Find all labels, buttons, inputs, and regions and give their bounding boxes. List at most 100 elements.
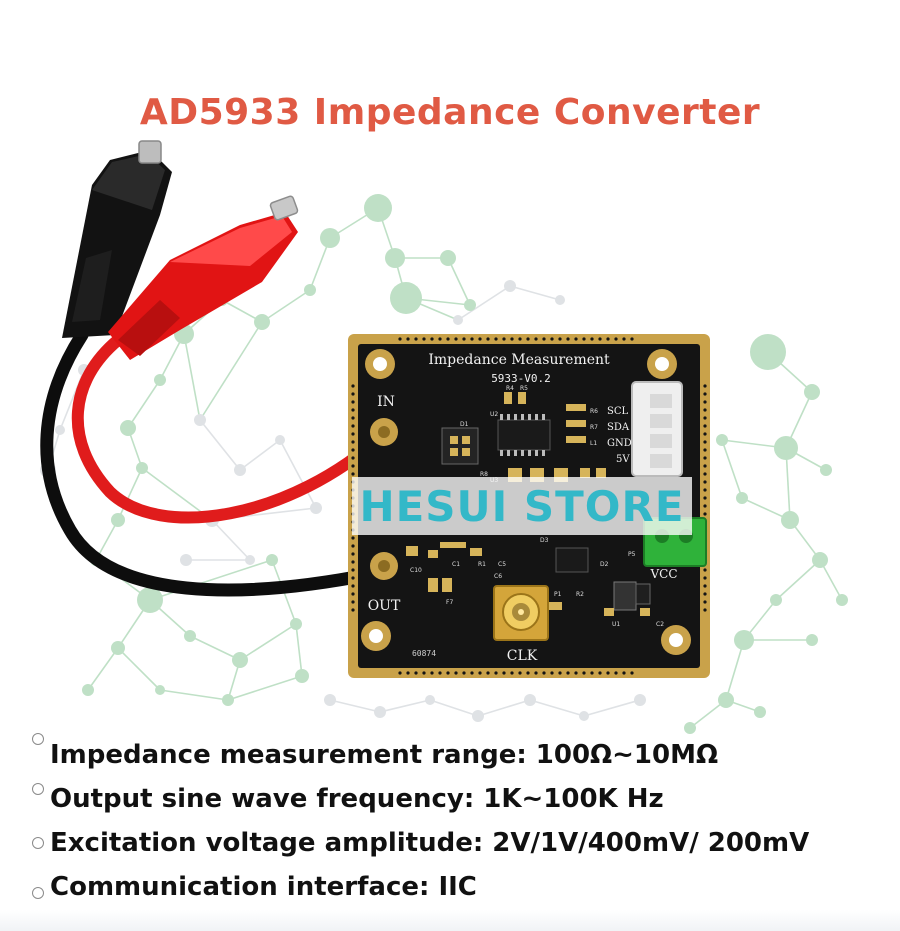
via-dot xyxy=(622,671,626,675)
via-dot xyxy=(478,337,482,341)
via-dot xyxy=(470,337,474,341)
via-dot xyxy=(414,671,418,675)
via-dot xyxy=(446,671,450,675)
via-dot xyxy=(630,337,634,341)
spec-text: Communication interface: IIC xyxy=(50,872,477,902)
via-dot xyxy=(703,432,707,436)
via-dot xyxy=(351,584,355,588)
via-dot xyxy=(351,536,355,540)
via-dot xyxy=(703,448,707,452)
via-dot xyxy=(703,504,707,508)
pin-label-scl: SCL xyxy=(607,406,629,417)
network-node xyxy=(579,711,589,721)
via-dot xyxy=(703,464,707,468)
network-node xyxy=(736,492,748,504)
via-dot xyxy=(351,400,355,404)
component-ref-label: R5 xyxy=(520,385,528,392)
via-dot xyxy=(558,337,562,341)
via-dot xyxy=(438,671,442,675)
via-dot xyxy=(542,337,546,341)
component-ref-label: D2 xyxy=(600,561,609,568)
via-dot xyxy=(351,560,355,564)
via-dot xyxy=(351,384,355,388)
via-dot xyxy=(470,671,474,675)
component-ref-label: U1 xyxy=(612,621,620,628)
network-node xyxy=(716,434,728,446)
network-node xyxy=(295,669,309,683)
via-dot xyxy=(566,337,570,341)
via-dot xyxy=(351,552,355,556)
sma-connector xyxy=(493,585,549,641)
bullet-icon xyxy=(32,733,44,745)
network-line xyxy=(721,439,743,499)
network-node xyxy=(472,710,484,722)
store-watermark: HESUI STORE xyxy=(352,477,692,535)
network-line xyxy=(117,467,143,521)
network-line xyxy=(725,639,745,701)
network-node xyxy=(111,513,125,527)
network-node xyxy=(754,706,766,718)
via-dot xyxy=(703,408,707,412)
component-ref-label: R4 xyxy=(506,385,514,392)
via-dot xyxy=(703,576,707,580)
via-dot xyxy=(703,568,707,572)
network-line xyxy=(239,439,281,471)
via-dot xyxy=(590,671,594,675)
network-line xyxy=(149,559,273,601)
via-dot xyxy=(446,337,450,341)
via-dot xyxy=(351,448,355,452)
network-node xyxy=(320,228,340,248)
network-node xyxy=(184,630,196,642)
via-dot xyxy=(598,337,602,341)
component-ref-label: C10 xyxy=(410,567,422,574)
via-dot xyxy=(462,671,466,675)
via-dot xyxy=(703,480,707,484)
via-dot xyxy=(703,600,707,604)
network-line xyxy=(295,623,303,677)
network-node xyxy=(111,641,125,655)
via-dot xyxy=(574,337,578,341)
via-dot xyxy=(351,544,355,548)
network-node xyxy=(155,685,165,695)
bullet-icon xyxy=(32,887,44,899)
via-dot xyxy=(430,337,434,341)
spec-item: Excitation voltage amplitude: 2V/1V/400m… xyxy=(28,821,898,865)
network-node xyxy=(232,652,248,668)
via-dot xyxy=(351,440,355,444)
network-line xyxy=(239,623,297,661)
via-dot xyxy=(351,408,355,412)
product-title: AD5933 Impedance Converter xyxy=(139,92,761,133)
network-line xyxy=(329,699,381,713)
network-line xyxy=(785,447,791,521)
network-node xyxy=(634,694,646,706)
alligator-clip-black xyxy=(40,140,379,597)
network-node xyxy=(734,630,754,650)
mounting-holes xyxy=(361,349,691,655)
network-node xyxy=(254,314,270,330)
network-node xyxy=(234,464,246,476)
pin-header-connector xyxy=(631,381,683,477)
bottom-fade xyxy=(0,910,900,931)
via-dot xyxy=(550,671,554,675)
network-node xyxy=(245,555,255,565)
via-dot xyxy=(351,392,355,396)
spec-text: Excitation voltage amplitude: 2V/1V/400m… xyxy=(50,828,810,858)
spec-item: Output sine wave frequency: 1K~100K Hz xyxy=(28,777,898,821)
network-node xyxy=(390,282,422,314)
network-background xyxy=(40,194,848,734)
network-node xyxy=(364,194,392,222)
board-header-label: Impedance Measurement xyxy=(428,352,610,368)
network-line xyxy=(583,699,641,717)
via-dot xyxy=(510,337,514,341)
component-ref-label: F7 xyxy=(446,599,453,606)
spec-item: Communication interface: IIC xyxy=(28,865,898,909)
network-line xyxy=(199,419,241,471)
network-node xyxy=(806,634,818,646)
via-dot xyxy=(502,671,506,675)
via-dot xyxy=(582,671,586,675)
via-dot xyxy=(534,671,538,675)
network-node xyxy=(374,706,386,718)
via-dot xyxy=(510,671,514,675)
via-dot xyxy=(454,337,458,341)
component-ref-label: D1 xyxy=(460,421,469,428)
